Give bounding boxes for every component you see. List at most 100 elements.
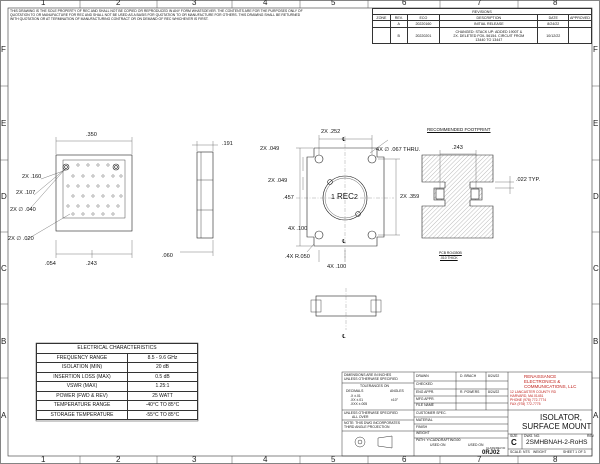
zone-col-2: 2 xyxy=(116,0,121,7)
center-marking: REC xyxy=(337,192,354,201)
zone-row-E-right: E xyxy=(593,119,599,128)
tb-tolerances: TOLERANCES ON xyxy=(360,384,389,388)
dim-100-a: 4X .100 xyxy=(288,226,308,232)
tb-address-line-2: HARVARD, MA 01451 xyxy=(510,394,544,398)
via-grid xyxy=(66,163,123,216)
rev-desc-line: 2X. DELETED FOIL 56154. CIRCUIT FROM xyxy=(453,33,525,38)
footprint-ground-pad xyxy=(421,154,494,239)
front-view-outline xyxy=(306,147,385,247)
rev-row-zone xyxy=(372,20,391,28)
port-pad-2 xyxy=(112,163,120,171)
tb-weight-label: WEIGHT xyxy=(416,431,430,435)
spec-row: INSERTION LOSS (MAX)0.5 dB xyxy=(36,371,198,382)
spec-row: TEMPERATURE RANGE-40°C TO 85°C xyxy=(36,400,198,411)
dim-pitch-x: 2X .252 xyxy=(321,129,341,135)
rev-row-date: 8/24/22 xyxy=(537,20,570,28)
side-view xyxy=(180,141,218,256)
centerline-mid: ℄ xyxy=(342,239,346,245)
tb-drawn-date: 8/24/22 xyxy=(488,374,500,378)
zone-col-5-bottom: 5 xyxy=(331,455,336,464)
dim-107: 2X .107 xyxy=(16,190,36,196)
rev-row-approved xyxy=(568,20,592,28)
revision-row: B 20220201 CHANGED: STACK UP: ADDED 1900… xyxy=(372,27,592,44)
centerline-bottom: ℄ xyxy=(342,334,346,340)
top-view xyxy=(25,137,133,258)
spec-value: 20 dB xyxy=(127,362,198,373)
zone-col-3: 3 xyxy=(192,0,197,7)
rev-row-description: CHANGED: STACK UP: ADDED 1900T & 2X. DEL… xyxy=(439,27,539,44)
tb-size: C xyxy=(511,438,517,447)
centerline-top: ℄ xyxy=(342,137,346,143)
zone-col-8-bottom: 8 xyxy=(553,455,558,464)
tb-address-line-4: FAX (978) 772-7775 xyxy=(510,402,541,406)
footprint-pcb: PCB RO4350B xyxy=(439,251,462,255)
tb-all-over: ALL OVER xyxy=(352,415,369,419)
tb-address-line-3: PHONE (978) 772-7774 xyxy=(510,398,547,402)
tb-eng-date: 8/24/22 xyxy=(488,390,500,394)
spec-label: INSERTION LOSS (MAX) xyxy=(36,371,128,382)
dim-049-a: 2X .049 xyxy=(260,146,280,152)
mount-hole-4 xyxy=(367,230,377,240)
tb-weight-small: WEIGHT xyxy=(533,450,547,454)
dim-160: 2X .160 xyxy=(22,174,42,180)
tb-checked-label: CHECKED xyxy=(416,382,433,386)
zone-row-E: E xyxy=(1,119,7,128)
port-pad-1 xyxy=(62,163,70,171)
tb-eng-label: ENG APPR. xyxy=(416,390,435,394)
zone-col-6-bottom: 6 xyxy=(402,455,407,464)
tb-third-angle: THIRD ANGLE PROJECTION xyxy=(344,425,390,429)
spec-label: POWER (FWD & REV) xyxy=(36,390,128,401)
zone-col-7-bottom: 7 xyxy=(477,455,482,464)
tb-class-label: CLASS/REV ID xyxy=(486,446,506,450)
spec-value: 1.25:1 xyxy=(127,381,198,392)
footprint-port-2 xyxy=(470,188,480,200)
zone-row-F-right: F xyxy=(593,45,598,54)
port-2-label: 2 xyxy=(354,194,358,201)
tb-tol-x: .X ±.01 xyxy=(350,394,361,398)
tb-scale: SCALE: NTS xyxy=(510,450,530,454)
spec-label: TEMPERATURE RANGE xyxy=(36,400,128,411)
tb-tol-xxx: .XXX ±.005 xyxy=(350,402,368,406)
footprint-thickness: .010 THICK xyxy=(440,256,458,260)
dim-020: 2X ∅ .020 xyxy=(8,236,34,242)
zone-col-8: 8 xyxy=(553,0,558,7)
dim-100-b: 4X .100 xyxy=(327,264,347,270)
tb-company-line-2: ELECTRONICS & xyxy=(524,379,561,384)
zone-col-2-bottom: 2 xyxy=(116,455,121,464)
dim-side-width: .191 xyxy=(222,141,233,147)
tb-tol-angle: ±10° xyxy=(391,398,398,402)
zone-row-F: F xyxy=(1,45,6,54)
rev-row-rev: B xyxy=(389,27,408,44)
dim-hole-callout: 4X ∅ .067 THRU. xyxy=(376,147,421,153)
spec-row: STORAGE TEMPERATURE-55°C TO 85°C xyxy=(36,409,198,420)
port-pin-2 xyxy=(355,211,361,217)
ownership-notice-line-2: QUOTATION TO OR MANUFACTURE FOR REC AND … xyxy=(10,13,301,17)
title-block-frame xyxy=(341,371,593,457)
rev-row-description: INITIAL RELEASE xyxy=(439,20,539,28)
tb-used-on-2: USED ON xyxy=(468,443,484,447)
zone-row-B-right: B xyxy=(593,337,599,346)
zone-row-C: C xyxy=(1,264,7,273)
tb-address-line-1: 12 LANCASTER COUNTY RD xyxy=(510,390,557,394)
tb-unless: UNLESS OTHERWISE SPECIFIED xyxy=(344,377,398,381)
zone-row-D-right: D xyxy=(593,192,599,201)
rev-row-approved xyxy=(568,27,592,44)
tb-size-label: SIZE xyxy=(510,434,518,438)
dim-height: .457 xyxy=(283,195,294,201)
tb-note: NOTE: THIS DWG INCORPORATES xyxy=(344,421,401,425)
zone-col-1: 1 xyxy=(41,0,46,7)
zone-col-6: 6 xyxy=(402,0,407,7)
spec-label: FREQUENCY RANGE xyxy=(36,352,128,363)
rev-desc-line: 13440 TO 13447 xyxy=(475,37,503,42)
revision-row: A 20220160 INITIAL RELEASE 8/24/22 xyxy=(372,20,592,28)
spec-value: -55°C TO 85°C xyxy=(127,409,198,420)
rev-row-eco: 20220160 xyxy=(406,20,441,28)
spec-value: 8.5 - 9.6 GHz xyxy=(127,352,198,363)
ownership-notice-line-3: WITH QUOTATION OR AT TERMINATION OF MANU… xyxy=(10,17,209,21)
revisions-table: REVISIONS ZONE REV. ECO DESCRIPTION DATE… xyxy=(372,8,592,44)
tb-used-on-1: USED ON xyxy=(430,443,446,447)
tb-sheet: SHEET 1 OF 3 xyxy=(563,450,586,454)
